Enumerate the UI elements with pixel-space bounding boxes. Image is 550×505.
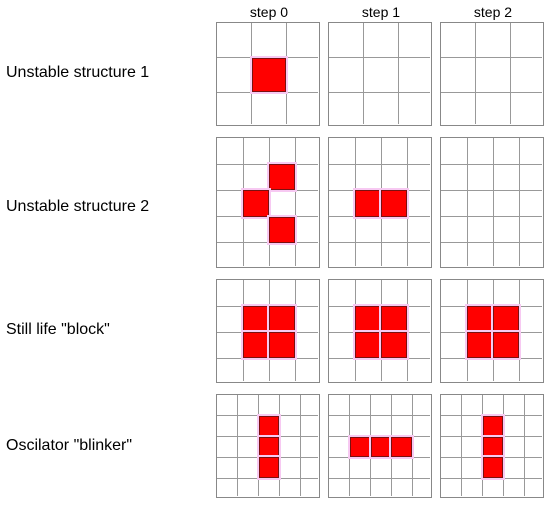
live-cell [349, 436, 371, 458]
grid-row4-step-1 [328, 394, 432, 498]
live-cell [381, 190, 407, 217]
grid-line-vertical [475, 23, 477, 124]
grid-line-horizontal [217, 163, 318, 165]
row-label-unstable-structure-2: Unstable structure 2 [6, 198, 150, 215]
grid-line-vertical [294, 138, 296, 266]
live-cell [355, 306, 381, 332]
live-cell [258, 415, 280, 437]
grid-line-horizontal [329, 357, 430, 359]
grid-line-vertical [285, 23, 287, 124]
grid-row1-step-2 [440, 22, 544, 126]
row-label-still-life-block: Still life "block" [6, 321, 110, 338]
grid-line-horizontal [441, 189, 542, 191]
grid-line-horizontal [329, 91, 430, 93]
grid-line-horizontal [441, 91, 542, 93]
live-cell [493, 332, 519, 358]
grid-row2-step-0 [216, 137, 320, 268]
grid-row3-step-0 [216, 279, 320, 383]
grid-line-vertical [299, 395, 301, 496]
live-cell [381, 306, 407, 332]
live-cell [243, 190, 269, 217]
row-label-oscillator-blinker: Oscilator "blinker" [6, 437, 133, 454]
grid-line-horizontal [441, 357, 542, 359]
live-cell [355, 332, 381, 358]
live-cell [355, 190, 381, 217]
grid-line-horizontal [217, 477, 318, 479]
grid-line-vertical [268, 138, 270, 266]
grid-line-horizontal [329, 456, 430, 458]
column-header-step-2: step 2 [473, 4, 513, 20]
live-cell [482, 436, 504, 458]
grid-line-vertical [294, 280, 296, 381]
live-cell [467, 306, 493, 332]
grid-line-vertical [406, 280, 408, 381]
live-cell [391, 436, 413, 458]
grid-line-vertical [237, 395, 239, 496]
column-header-step-1: step 1 [361, 4, 401, 20]
live-cell [467, 332, 493, 358]
live-cell [370, 436, 392, 458]
grid-line-vertical [397, 23, 399, 124]
live-cell [258, 457, 280, 479]
live-cell [269, 216, 295, 243]
grid-line-horizontal [441, 477, 542, 479]
live-cell [243, 306, 269, 332]
grid-row1-step-1 [328, 22, 432, 126]
grid-row3-step-2 [440, 279, 544, 383]
grid-line-horizontal [217, 357, 318, 359]
grid-line-horizontal [441, 216, 542, 218]
live-cell [482, 457, 504, 479]
grid-row3-step-1 [328, 279, 432, 383]
live-cell [243, 332, 269, 358]
grid-line-horizontal [217, 91, 318, 93]
grid-line-vertical [492, 138, 494, 266]
live-cell [269, 164, 295, 191]
grid-row4-step-2 [440, 394, 544, 498]
grid-line-vertical [461, 395, 463, 496]
grid-line-horizontal [441, 242, 542, 244]
grid-line-horizontal [329, 415, 430, 417]
grid-line-vertical [406, 138, 408, 266]
grid-line-horizontal [329, 477, 430, 479]
grid-row4-step-0 [216, 394, 320, 498]
grid-line-vertical [466, 138, 468, 266]
grid-line-vertical [523, 395, 525, 496]
row-label-unstable-structure-1: Unstable structure 1 [6, 64, 150, 81]
live-cell [482, 415, 504, 437]
grid-line-vertical [509, 23, 511, 124]
live-cell [251, 57, 287, 93]
grid-line-horizontal [441, 163, 542, 165]
live-cell [381, 332, 407, 358]
grid-line-vertical [518, 280, 520, 381]
grid-line-horizontal [329, 216, 430, 218]
grid-line-vertical [518, 138, 520, 266]
live-cell [269, 332, 295, 358]
grid-line-vertical [502, 395, 504, 496]
grid-line-horizontal [329, 57, 430, 59]
column-header-step-0: step 0 [249, 4, 289, 20]
grid-line-vertical [363, 23, 365, 124]
live-cell [493, 306, 519, 332]
live-cell [269, 306, 295, 332]
grid-row2-step-2 [440, 137, 544, 268]
grid-line-horizontal [217, 242, 318, 244]
grid-row1-step-0 [216, 22, 320, 126]
grid-line-horizontal [329, 242, 430, 244]
grid-line-horizontal [217, 216, 318, 218]
grid-row2-step-1 [328, 137, 432, 268]
grid-line-vertical [411, 395, 413, 496]
grid-line-horizontal [329, 163, 430, 165]
grid-line-vertical [278, 395, 280, 496]
grid-line-horizontal [441, 57, 542, 59]
live-cell [258, 436, 280, 458]
